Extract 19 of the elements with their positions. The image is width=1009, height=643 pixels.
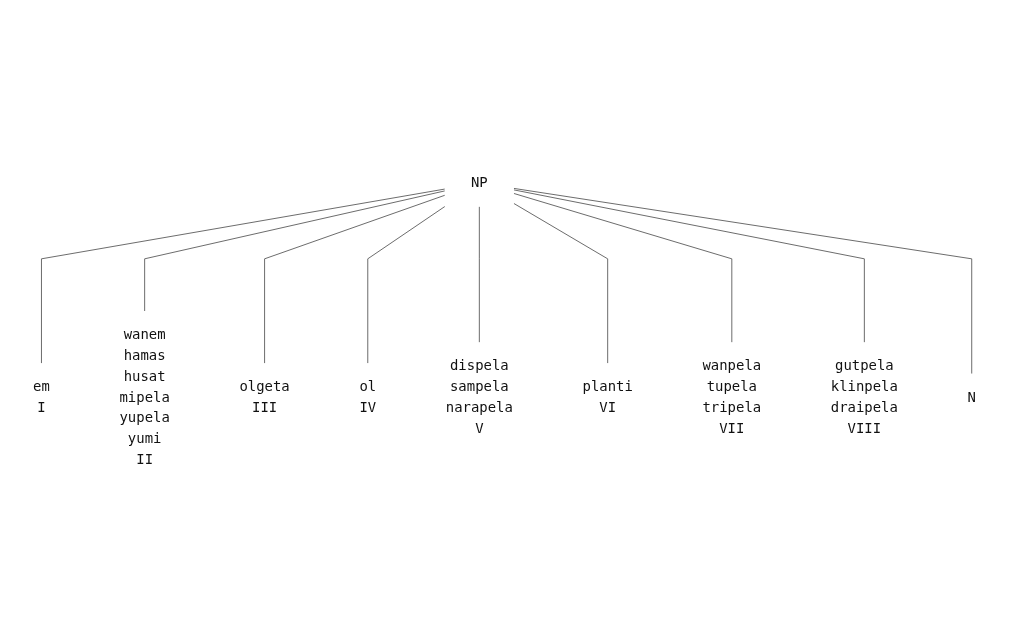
connector bbox=[478, 206, 480, 343]
connector bbox=[513, 193, 733, 343]
node-text: NP bbox=[470, 174, 488, 191]
node-text: N bbox=[967, 388, 976, 406]
connector bbox=[41, 188, 446, 364]
connector bbox=[513, 189, 865, 343]
connector bbox=[513, 203, 609, 364]
connector bbox=[513, 187, 973, 375]
node-text: olgeta III bbox=[239, 378, 290, 416]
connector bbox=[144, 190, 446, 312]
node-text: em I bbox=[33, 378, 50, 416]
node-text: planti VI bbox=[582, 378, 633, 416]
node-text: wanpela tupela tripela VII bbox=[702, 357, 762, 437]
node-text: gutpela klinpela draipela VIII bbox=[830, 357, 898, 437]
node-text: ol IV bbox=[359, 378, 377, 416]
connector bbox=[367, 206, 446, 364]
node-text: wanem hamas husat mipela yupela yumi II bbox=[119, 325, 170, 468]
connector bbox=[264, 194, 446, 364]
node-text: dispela sampela narapela V bbox=[445, 357, 513, 437]
